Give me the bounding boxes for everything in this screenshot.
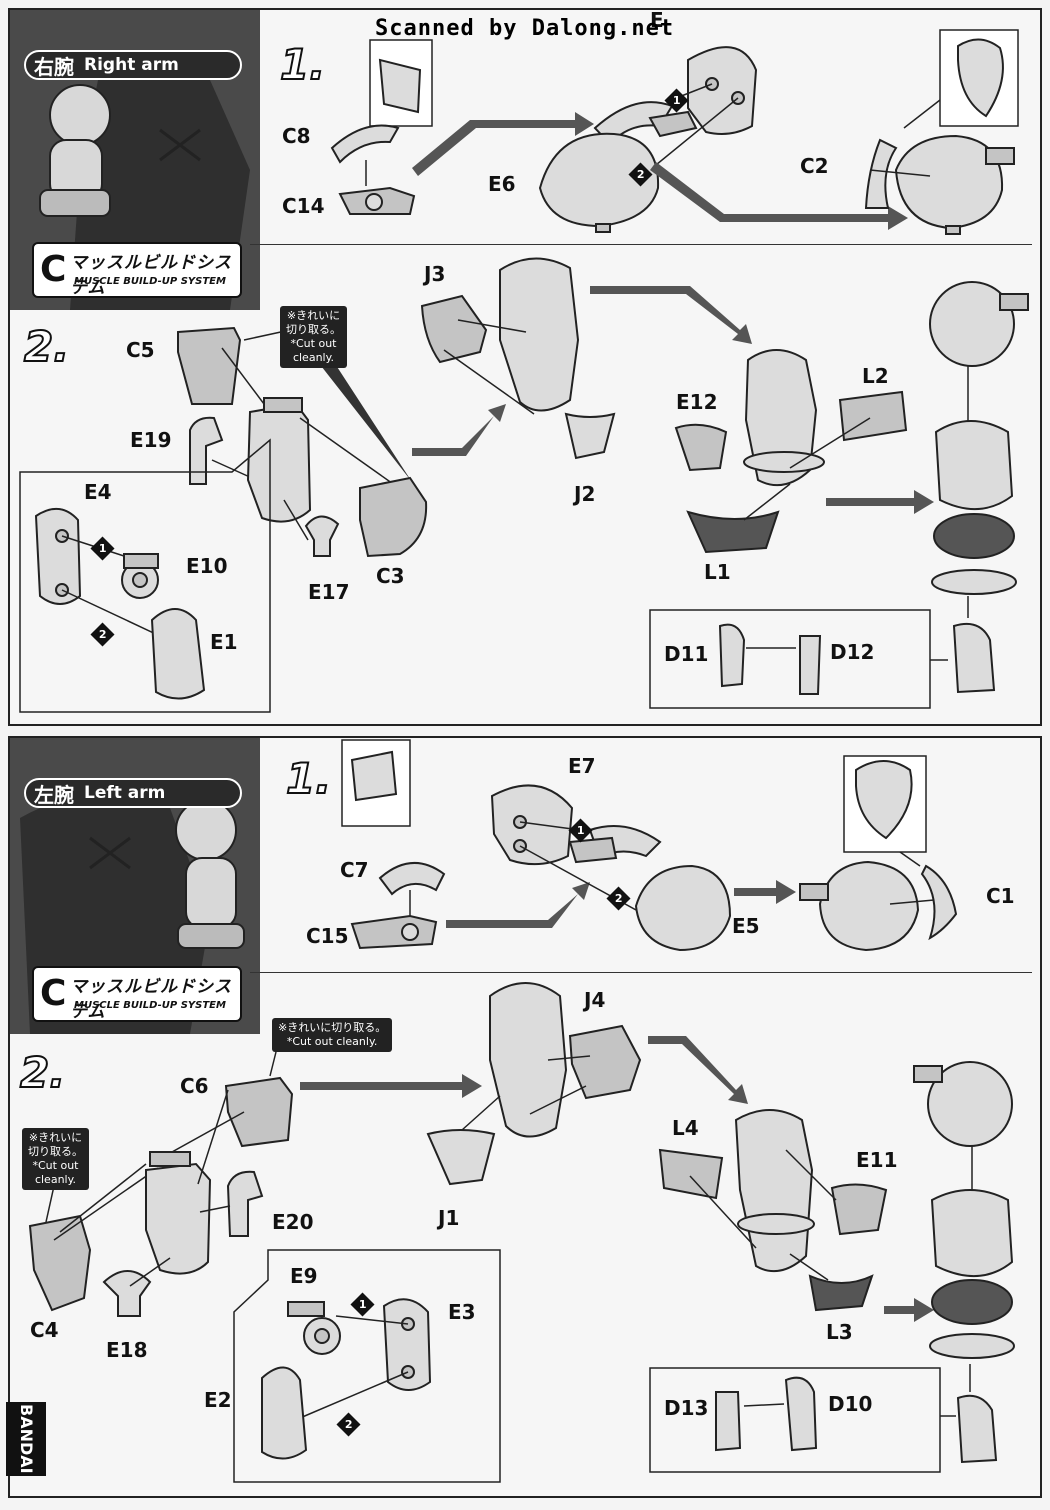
part-label-e-top: E	[650, 8, 664, 32]
title-en: Right arm	[84, 55, 179, 75]
left-arm-hero-panel: 左腕 Left arm C マッスルビルドシステム MUSCLE BUILD-U…	[10, 738, 260, 1034]
part-label-d10: D10	[828, 1392, 873, 1416]
part-label-c3: C3	[376, 564, 405, 588]
logo-c-icon: C	[40, 973, 67, 1014]
part-label-e18: E18	[106, 1338, 148, 1362]
part-label-e19: E19	[130, 428, 172, 452]
part-label-c14: C14	[282, 194, 325, 218]
part-label-l4: L4	[672, 1116, 699, 1140]
part-label-c8: C8	[282, 124, 311, 148]
part-label-e3: E3	[448, 1300, 476, 1324]
part-label-c2: C2	[800, 154, 829, 178]
part-label-j1: J1	[438, 1206, 460, 1230]
part-label-d11: D11	[664, 642, 709, 666]
part-label-e12: E12	[676, 390, 718, 414]
part-label-e5: E5	[732, 914, 760, 938]
logo-c-icon: C	[40, 249, 67, 290]
part-label-e20: E20	[272, 1210, 314, 1234]
part-label-j4: J4	[584, 988, 606, 1012]
logo-en: MUSCLE BUILD-UP SYSTEM	[74, 1000, 226, 1011]
title-jp: 右腕	[34, 54, 74, 79]
part-label-c4: C4	[30, 1318, 59, 1342]
part-label-c6: C6	[180, 1074, 209, 1098]
title-jp: 左腕	[34, 782, 74, 807]
part-label-c5: C5	[126, 338, 155, 362]
left-step-2: 2.	[19, 1048, 66, 1097]
brand-logo: BANDAI	[6, 1402, 46, 1476]
logo-jp: マッスルビルドシステム	[70, 977, 232, 1022]
part-label-e6: E6	[488, 172, 516, 196]
right-step-1: 1.	[279, 40, 326, 89]
right-arm-title-badge: 右腕 Right arm	[24, 50, 242, 80]
part-label-j2: J2	[574, 482, 596, 506]
part-label-e2: E2	[204, 1388, 232, 1412]
right-arm-hero-panel: 右腕 Right arm C マッスルビルドシステム MUSCLE BUILD-…	[10, 10, 260, 310]
part-label-l3: L3	[826, 1320, 853, 1344]
logo-jp: マッスルビルドシステム	[70, 253, 232, 298]
scan-watermark: Scanned by Dalong.net	[375, 16, 675, 41]
cut-cleanly-note: ※きれいに切り取る。 *Cut out cleanly.	[272, 1018, 393, 1052]
title-en: Left arm	[84, 783, 166, 803]
part-label-d13: D13	[664, 1396, 709, 1420]
step-divider	[250, 244, 1032, 245]
step-divider	[250, 972, 1032, 973]
right-arm-diagram	[19, 29, 1029, 713]
part-label-e17: E17	[308, 580, 350, 604]
muscle-build-logo: C マッスルビルドシステム MUSCLE BUILD-UP SYSTEM	[32, 242, 242, 298]
part-label-l2: L2	[862, 364, 889, 388]
cut-cleanly-note: ※きれいに 切り取る。 *Cut out cleanly.	[22, 1128, 89, 1190]
part-label-e10: E10	[186, 554, 228, 578]
part-label-e11: E11	[856, 1148, 898, 1172]
cut-cleanly-note: ※きれいに 切り取る。 *Cut out cleanly.	[280, 306, 347, 368]
part-label-e7: E7	[568, 754, 596, 778]
part-label-c1: C1	[986, 884, 1015, 908]
part-label-e4: E4	[84, 480, 112, 504]
part-label-d12: D12	[830, 640, 875, 664]
part-label-e9: E9	[290, 1264, 318, 1288]
part-label-c15: C15	[306, 924, 349, 948]
muscle-build-logo: C マッスルビルドシステム MUSCLE BUILD-UP SYSTEM	[32, 966, 242, 1022]
part-label-l1: L1	[704, 560, 731, 584]
part-label-j3: J3	[424, 262, 446, 286]
left-step-1: 1.	[285, 754, 332, 803]
part-label-e1: E1	[210, 630, 238, 654]
logo-en: MUSCLE BUILD-UP SYSTEM	[74, 276, 226, 287]
left-arm-title-badge: 左腕 Left arm	[24, 778, 242, 808]
right-step-2: 2.	[23, 322, 70, 371]
part-label-c7: C7	[340, 858, 369, 882]
